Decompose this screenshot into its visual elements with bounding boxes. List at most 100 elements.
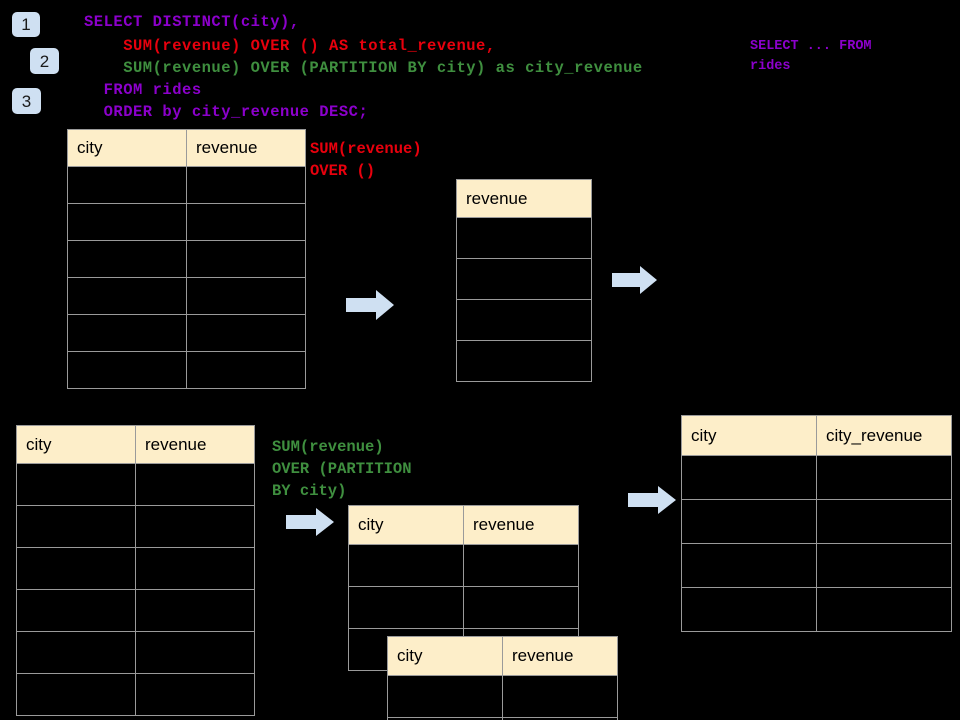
table-row <box>16 547 255 590</box>
table-row <box>16 463 255 506</box>
cell-city-revenue <box>816 587 952 632</box>
total-revenue-table: revenue <box>456 179 592 382</box>
sql-line-select-distinct: SELECT DISTINCT(city), <box>84 13 300 31</box>
column-header-city-revenue: city_revenue <box>816 415 952 456</box>
arrow-partition-to-result <box>628 486 676 514</box>
table-row <box>67 166 306 204</box>
cell-revenue <box>135 589 255 632</box>
cell-city <box>16 631 136 674</box>
cell-city <box>348 544 464 587</box>
cell-city <box>67 203 187 241</box>
cell-city <box>67 314 187 352</box>
table-row <box>67 277 306 315</box>
cell-city <box>16 463 136 506</box>
table-row <box>681 587 952 632</box>
cell-city <box>67 351 187 389</box>
cell-revenue <box>463 586 579 629</box>
sql-line-sum-over-empty: SUM(revenue) OVER () AS total_revenue, <box>84 37 496 55</box>
cell-revenue <box>135 631 255 674</box>
table-header-row: city city_revenue <box>681 415 952 456</box>
cell-revenue <box>456 217 592 259</box>
cell-revenue <box>186 240 306 278</box>
cell-revenue <box>463 544 579 587</box>
table-row <box>456 299 592 341</box>
table-row <box>16 505 255 548</box>
cell-city <box>16 505 136 548</box>
cell-city <box>681 543 817 588</box>
table-header-row: city revenue <box>387 636 618 676</box>
table-row <box>348 586 579 629</box>
column-header-city: city <box>16 425 136 464</box>
cell-city-revenue <box>816 499 952 544</box>
annotation-sum-over-empty: SUM(revenue) OVER () <box>310 140 422 180</box>
cell-revenue <box>135 505 255 548</box>
cell-city <box>387 675 503 718</box>
cell-revenue <box>502 717 618 720</box>
cell-revenue <box>456 299 592 341</box>
cell-revenue <box>186 277 306 315</box>
cell-city <box>16 673 136 716</box>
table-row <box>681 455 952 500</box>
step-badge-2-label: 2 <box>39 51 50 71</box>
result-table: city city_revenue <box>681 415 952 632</box>
cell-city-revenue <box>816 543 952 588</box>
table-row <box>16 673 255 716</box>
column-header-revenue: revenue <box>456 179 592 218</box>
cell-city <box>348 586 464 629</box>
table-row <box>387 675 618 718</box>
table-row <box>681 543 952 588</box>
cell-city <box>67 277 187 315</box>
column-header-revenue: revenue <box>186 129 306 167</box>
column-header-revenue: revenue <box>502 636 618 676</box>
partition-group-table-front: city revenue <box>387 636 618 720</box>
cell-revenue <box>456 258 592 300</box>
column-header-city: city <box>681 415 817 456</box>
rides-source-table: city revenue <box>67 129 306 389</box>
cell-revenue <box>135 547 255 590</box>
cell-revenue <box>186 203 306 241</box>
annotation-sum-over-partition: SUM(revenue) OVER (PARTITION BY city) <box>272 438 412 500</box>
step-badge-1-label: 1 <box>21 15 31 34</box>
step-badge-3: 3 <box>12 88 41 114</box>
cell-city <box>681 499 817 544</box>
table-row <box>67 240 306 278</box>
table-row <box>348 544 579 587</box>
table-row <box>456 340 592 382</box>
rides-source-table-bottom: city revenue <box>16 425 255 716</box>
cell-city <box>681 455 817 500</box>
table-row <box>456 217 592 259</box>
arrow-source-to-total <box>346 290 394 320</box>
sql-line-from-rides: FROM rides <box>84 81 202 99</box>
cell-revenue <box>135 463 255 506</box>
table-header-row: city revenue <box>67 129 306 167</box>
table-row <box>67 314 306 352</box>
cell-city-revenue <box>816 455 952 500</box>
sql-line-order-by: ORDER by city_revenue DESC; <box>84 103 369 121</box>
table-row <box>456 258 592 300</box>
cell-revenue <box>135 673 255 716</box>
table-row <box>16 589 255 632</box>
table-row <box>16 631 255 674</box>
cell-city <box>67 166 187 204</box>
column-header-city: city <box>387 636 503 676</box>
table-row <box>681 499 952 544</box>
table-row <box>67 351 306 389</box>
cell-city <box>16 547 136 590</box>
cell-city <box>67 240 187 278</box>
step-badge-2: 2 <box>30 48 59 74</box>
cell-city <box>16 589 136 632</box>
table-header-row: city revenue <box>348 505 579 545</box>
sql-line-sum-over-partition: SUM(revenue) OVER (PARTITION BY city) as… <box>84 59 643 77</box>
arrow-total-to-result <box>612 266 657 294</box>
cell-revenue <box>186 351 306 389</box>
step-badge-1: 1 <box>12 12 40 37</box>
cell-revenue <box>186 166 306 204</box>
column-header-city: city <box>348 505 464 545</box>
table-header-row: city revenue <box>16 425 255 464</box>
table-row <box>67 203 306 241</box>
column-header-city: city <box>67 129 187 167</box>
arrow-source-to-partition <box>286 508 334 536</box>
table-row <box>387 717 618 720</box>
table-header-row: revenue <box>456 179 592 218</box>
